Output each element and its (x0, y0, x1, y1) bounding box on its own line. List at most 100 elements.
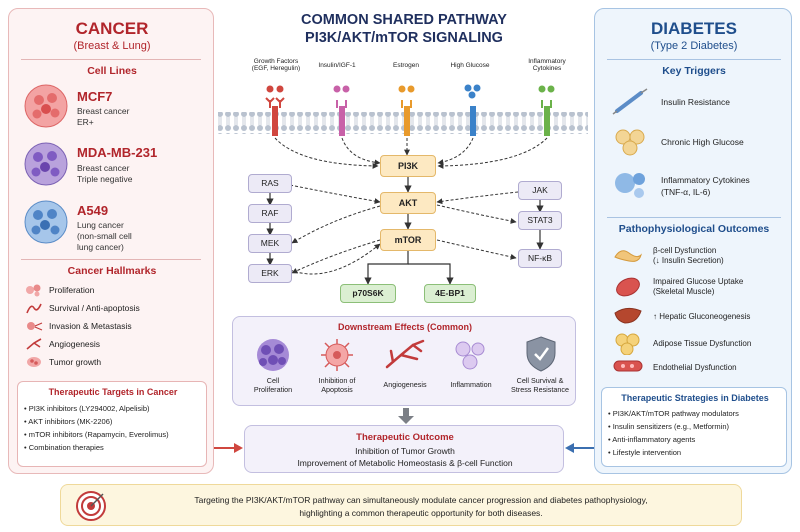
triggers-heading: Key Triggers (662, 65, 726, 77)
divider (607, 217, 781, 218)
node-4ebp1: 4E-BP1 (424, 284, 476, 303)
cancer-therapeutic-heading: Therapeutic Targets in Cancer (48, 387, 178, 397)
outcome-heading: Therapeutic Outcome (356, 432, 454, 443)
downstream-label: Inflammation (450, 380, 492, 389)
therapy-item: PI3K/AKT/mTOR pathway modulators (608, 409, 739, 420)
therapeutic-outcome-box: Therapeutic Outcome Inhibition of Tumor … (244, 425, 564, 473)
page-title: COMMON SHARED PATHWAY (301, 12, 507, 28)
adipose-icon (615, 333, 640, 355)
diabetes-therapeutic-box: Therapeutic Strategies in Diabetes PI3K/… (601, 387, 787, 467)
apoptosis-inhibition-icon (321, 339, 353, 371)
hallmark-item: Proliferation (49, 285, 95, 295)
angiogenesis-icon (26, 338, 42, 350)
diabetes-therapeutic-heading: Therapeutic Strategies in Diabetes (621, 393, 769, 403)
therapy-item: Lifestyle intervention (608, 448, 681, 459)
tumor-growth-icon (27, 357, 41, 367)
downstream-label: Cell Survival &Stress Resistance (511, 376, 569, 394)
receptor-estrogen (398, 85, 415, 136)
mda-mb-231-cell-icon (24, 142, 68, 186)
page-subtitle: PI3K/AKT/mTOR SIGNALING (305, 30, 503, 46)
trigger-item: Chronic High Glucose (661, 137, 744, 147)
hallmarks-heading: Cancer Hallmarks (67, 265, 157, 277)
receptor-label: Growth Factors(EGF, Heregulin) (251, 58, 301, 73)
hallmark-item: Survival / Anti-apoptosis (49, 303, 140, 313)
outcome-item: Impaired Glucose Uptake (653, 277, 744, 286)
outcomes-heading: Pathophysiological Outcomes (618, 223, 770, 235)
node-mtor: mTOR (380, 229, 436, 251)
downstream-heading: Downstream Effects (Common) (337, 322, 472, 332)
receptor-growth-factor (265, 85, 285, 136)
divider (21, 59, 201, 60)
cancer-title: CANCER (75, 19, 149, 38)
shield-icon (526, 336, 556, 372)
receptor-label: High Glucose (450, 62, 490, 69)
outcome-item: ↑ Hepatic Gluconeogenesis (653, 312, 751, 321)
footer-text: highlighting a common therapeutic opport… (299, 508, 543, 518)
cancer-therapeutic-box: Therapeutic Targets in Cancer PI3K inhib… (17, 381, 207, 467)
vessel-icon (613, 360, 643, 372)
crosstalk-arrows (289, 184, 519, 275)
receptor-glucose (464, 84, 481, 136)
diabetes-panel: DIABETES (Type 2 Diabetes) Key Triggers … (594, 8, 792, 474)
syringe-icon (612, 88, 648, 115)
receptor-arrows (274, 137, 548, 169)
node-p70s6k: p70S6K (340, 284, 396, 303)
survival-icon (26, 303, 42, 314)
node-raf: RAF (248, 204, 292, 223)
footer-text: Targeting the PI3K/AKT/mTOR pathway can … (194, 495, 648, 505)
therapy-item: Anti-inflammatory agents (608, 435, 695, 446)
therapy-item: PI3K inhibitors (LY294002, Alpelisib) (24, 404, 150, 415)
cell-line-desc: Lung cancer (77, 220, 124, 230)
cell-line-desc: ER+ (77, 117, 94, 127)
node-mek: MEK (248, 234, 292, 253)
node-nfkb: NF-κB (518, 249, 562, 268)
footer-banner: Targeting the PI3K/AKT/mTOR pathway can … (60, 484, 742, 526)
trigger-item: Inflammatory Cytokines (661, 175, 750, 185)
invasion-icon (27, 322, 43, 331)
target-icon (76, 491, 106, 521)
diabetes-title: DIABETES (651, 19, 737, 38)
trigger-item: Insulin Resistance (661, 97, 730, 107)
muscle-icon (616, 277, 640, 297)
outcome-item: (↓ Insulin Secretion) (653, 256, 724, 265)
therapy-item: mTOR inhibitors (Rapamycin, Everolimus) (24, 430, 169, 441)
cancer-subtitle: (Breast & Lung) (73, 40, 151, 52)
node-ras: RAS (248, 174, 292, 193)
liver-icon (614, 307, 642, 324)
receptor-label: Insulin/IGF-1 (318, 62, 356, 69)
cell-line-desc: Triple negative (77, 174, 133, 184)
mcf7-cell-icon (24, 84, 68, 128)
therapy-item: Combination therapies (24, 443, 104, 454)
cell-proliferation-icon (257, 339, 289, 371)
node-akt: AKT (380, 192, 436, 214)
right-to-outcome-arrow (565, 443, 594, 453)
node-jak: JAK (518, 181, 562, 200)
glucose-icon (615, 129, 645, 156)
core-arrows (266, 176, 544, 285)
cytokine-icon (615, 173, 645, 198)
inflammation-icon (455, 341, 485, 370)
cell-line-name: MDA-MB-231 (77, 145, 158, 160)
outcome-item: β-cell Dysfunction (653, 246, 717, 255)
cell-membrane (218, 112, 588, 134)
outcome-item: (Skeletal Muscle) (653, 287, 715, 296)
a549-cell-icon (24, 200, 68, 244)
therapy-item: Insulin sensitizers (e.g., Metformin) (608, 422, 729, 433)
cell-line-name: A549 (77, 203, 109, 218)
cell-line-name: MCF7 (77, 89, 113, 104)
hallmark-item: Invasion & Metastasis (49, 321, 132, 331)
hallmark-item: Angiogenesis (49, 339, 101, 349)
cell-line-desc: Breast cancer (77, 106, 130, 116)
outcome-text: Inhibition of Tumor Growth (355, 446, 455, 456)
outcome-item: Endothelial Dysfunction (653, 363, 737, 372)
outcome-arrow (398, 408, 414, 424)
angiogenesis-effect-icon (385, 339, 425, 369)
hallmark-item: Tumor growth (49, 357, 102, 367)
receptor-cytokine (538, 85, 555, 136)
cancer-panel: CANCER (Breast & Lung) Cell Lines MCF7 B… (8, 8, 214, 474)
